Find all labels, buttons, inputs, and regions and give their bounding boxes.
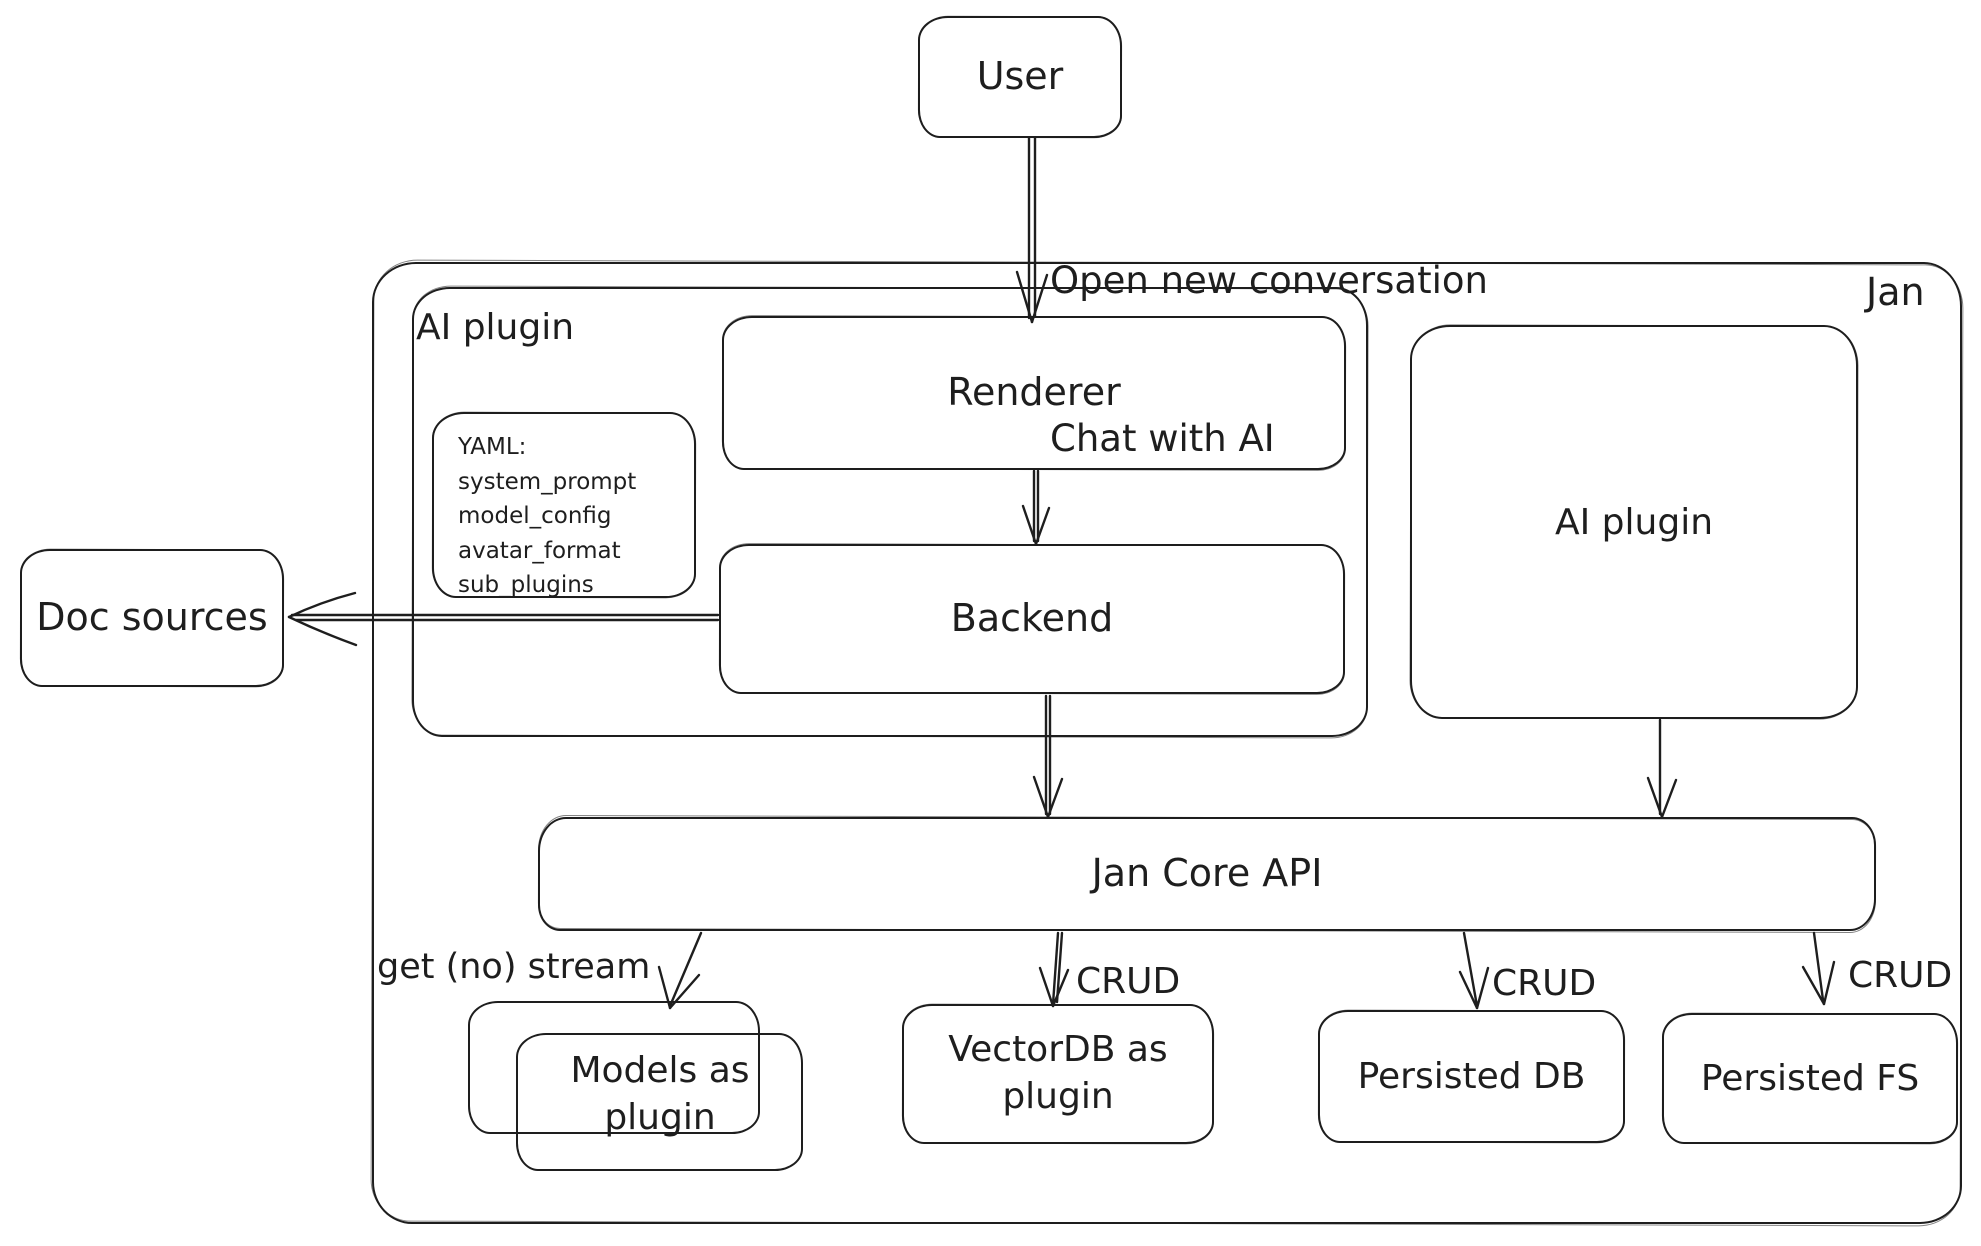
node-user: User [918,16,1122,138]
node-doc-sources-label: Doc sources [36,595,268,640]
node-models-as-plugin-back [468,1001,760,1134]
node-vectordb-as-plugin: VectorDB as plugin [902,1004,1214,1144]
edge-label-crud-vectordb: CRUD [1076,961,1181,1002]
node-persisted-db-label: Persisted DB [1357,1056,1586,1097]
node-vectordb-as-plugin-label: VectorDB as plugin [948,1029,1168,1117]
yaml-note-line: YAML: [458,434,527,460]
node-user-label: User [976,54,1064,99]
yaml-note-line: system_prompt [458,468,637,495]
node-ai-plugin-group [412,287,1368,737]
node-models-as-plugin-front [516,1033,803,1171]
yaml-note-line: avatar_format [458,537,621,564]
node-persisted-db: Persisted DB [1318,1010,1625,1143]
ai-plugin-group-label: AI plugin [416,307,575,348]
node-persisted-fs: Persisted FS [1662,1013,1958,1144]
yaml-note: YAML: system_prompt model_config avatar_… [432,412,696,598]
node-doc-sources: Doc sources [20,549,284,687]
edge-label-crud-persisted-fs: CRUD [1848,955,1953,996]
node-ai-plugin: AI plugin [1410,325,1858,719]
yaml-note-line: sub_plugins [458,572,594,598]
node-renderer-label: Renderer [947,370,1121,415]
yaml-note-line: model_config [458,503,612,529]
node-backend-label: Backend [950,596,1114,641]
node-jan-frame [372,262,1962,1224]
node-renderer: Renderer [722,316,1346,470]
jan-frame-label: Jan [1866,270,1925,314]
node-jan-core-api-label: Jan Core API [1091,851,1323,896]
edge-label-user-flow-line1: Open new conversation [1050,259,1488,303]
edge-label-get-no-stream: get (no) stream [377,947,651,987]
edge-label-user-flow-line2: Chat with AI [1050,416,1275,460]
node-jan-core-api: Jan Core API [538,817,1876,931]
node-backend: Backend [719,544,1345,694]
node-persisted-fs-label: Persisted FS [1700,1058,1920,1099]
edge-label-user-flow: Open new conversation Chat with AI [1050,150,1488,570]
node-ai-plugin-label: AI plugin [1554,501,1714,543]
edge-label-crud-persisted-db: CRUD [1492,963,1597,1004]
node-models-as-plugin-label: Models as plugin [570,1050,750,1138]
